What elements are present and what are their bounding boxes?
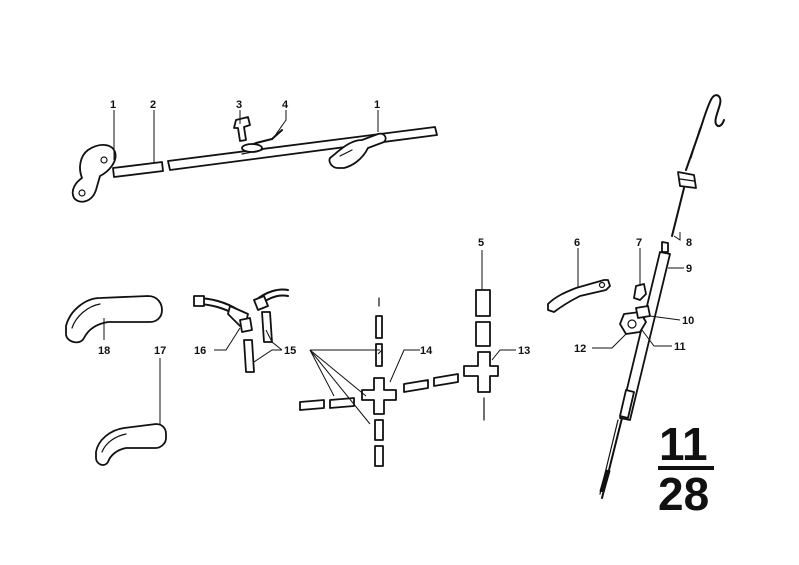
callout-4: 4 (282, 99, 289, 111)
center-clip-3-4 (233, 116, 283, 155)
bracket-right-1 (328, 132, 387, 169)
callout-11: 11 (674, 341, 686, 353)
callout-13: 13 (518, 345, 530, 357)
callout-15: 15 (284, 345, 296, 357)
rod-piece-2 (112, 161, 164, 178)
top-rod-assembly (71, 116, 438, 203)
callout-5: 5 (478, 237, 484, 249)
y-piece-16 (193, 288, 289, 373)
hose-18 (65, 295, 163, 344)
bracket-6 (547, 279, 611, 313)
callout-12: 12 (574, 343, 586, 355)
callout-17: 17 (154, 345, 166, 357)
clip-7 (633, 283, 647, 301)
callout-1-left: 1 (110, 99, 116, 111)
t-fitting-13 (463, 289, 499, 421)
callout-7: 7 (636, 237, 642, 249)
hose-17 (95, 423, 167, 466)
group-number-top: 11 (659, 418, 708, 470)
dipstick-assembly (599, 94, 725, 499)
leaders-top (113, 110, 379, 163)
callout-1-right: 1 (374, 99, 380, 111)
callout-labels: 1 2 3 4 1 5 6 7 8 9 10 11 12 13 14 15 16… (98, 99, 694, 357)
callout-18: 18 (98, 345, 110, 357)
callout-16: 16 (194, 345, 206, 357)
callout-8: 8 (686, 237, 692, 249)
leaders-left-network (214, 327, 283, 363)
group-number-divider (658, 466, 714, 470)
callout-6: 6 (574, 237, 580, 249)
leaders-dipstick (577, 232, 684, 349)
group-number: 11 28 (658, 418, 714, 520)
callout-14: 14 (420, 345, 433, 357)
callout-9: 9 (686, 263, 692, 275)
cross-fitting-14 (299, 297, 459, 467)
callout-10: 10 (682, 315, 694, 327)
long-rod (167, 126, 438, 171)
bracket-left-1 (71, 144, 117, 203)
callout-2: 2 (150, 99, 156, 111)
group-number-bottom: 28 (658, 468, 709, 520)
leaders-center-network (309, 250, 516, 425)
callout-3: 3 (236, 99, 242, 111)
leaders-hoses (103, 318, 161, 424)
